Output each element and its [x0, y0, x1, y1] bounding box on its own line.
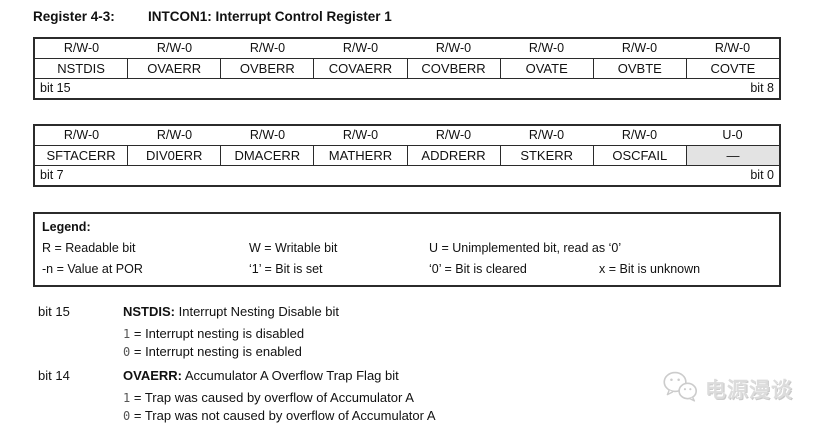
legend-box: Legend: R = Readable bit W = Writable bi…	[33, 212, 781, 287]
register-table-high-byte: R/W-0 R/W-0 R/W-0 R/W-0 R/W-0 R/W-0 R/W-…	[33, 37, 781, 100]
bit-name-cell: MATHERR	[314, 146, 408, 165]
access-cell: R/W-0	[249, 41, 286, 55]
value-meaning: = Trap was caused by overflow of Accumul…	[133, 390, 414, 405]
bit-function: Interrupt Nesting Disable bit	[175, 304, 340, 319]
access-cell: R/W-0	[621, 41, 658, 55]
value-meaning: = Interrupt nesting is enabled	[133, 344, 302, 359]
bit-name-cell: OVBTE	[594, 59, 687, 78]
legend-readable: R = Readable bit	[42, 241, 136, 255]
value-digit: 0	[123, 345, 131, 359]
unimplemented-bit-cell: —	[686, 146, 779, 165]
access-cell: R/W-0	[342, 128, 379, 142]
bit-mnemonic: NSTDIS:	[123, 304, 175, 319]
bit-value-line: 1 = Interrupt nesting is disabled	[123, 325, 339, 343]
access-cell: R/W-0	[156, 128, 193, 142]
access-type-row: R/W-0 R/W-0 R/W-0 R/W-0 R/W-0 R/W-0 R/W-…	[35, 126, 779, 146]
legend-bit-cleared: ‘0’ = Bit is cleared	[429, 262, 527, 276]
value-digit: 1	[123, 327, 131, 341]
bit-label: bit 15	[38, 304, 70, 319]
register-table-low-byte: R/W-0 R/W-0 R/W-0 R/W-0 R/W-0 R/W-0 R/W-…	[33, 124, 781, 187]
watermark: 电源漫谈	[662, 370, 793, 408]
legend-bit-unknown: x = Bit is unknown	[599, 262, 701, 276]
bit-range-left: bit 7	[40, 168, 64, 182]
wechat-icon	[662, 370, 698, 408]
bit-name-cell: OVAERR	[128, 59, 222, 78]
legend-unimplemented: U = Unimplemented bit, read as ‘0’	[429, 241, 622, 255]
bit-name-line: NSTDIS: Interrupt Nesting Disable bit	[123, 303, 339, 320]
legend-bit-set: ‘1’ = Bit is set	[249, 262, 323, 276]
bit-range-right: bit 8	[750, 81, 774, 95]
access-type-row: R/W-0 R/W-0 R/W-0 R/W-0 R/W-0 R/W-0 R/W-…	[35, 39, 779, 59]
access-cell: R/W-0	[63, 128, 100, 142]
bit-name-cell: ADDRERR	[408, 146, 501, 165]
value-digit: 1	[123, 391, 131, 405]
access-cell: R/W-0	[528, 128, 565, 142]
bit-14-description: bit 14 OVAERR: Accumulator A Overflow Tr…	[38, 367, 436, 425]
bit-range-row: bit 7 bit 0	[35, 166, 779, 185]
bit-value-line: 1 = Trap was caused by overflow of Accum…	[123, 389, 436, 407]
value-meaning: = Trap was not caused by overflow of Acc…	[133, 408, 436, 423]
register-number: Register 4-3:	[33, 9, 115, 24]
register-title: Register 4-3: INTCON1: Interrupt Control …	[33, 9, 392, 24]
access-cell: R/W-0	[528, 41, 565, 55]
bit-name-cell: SFTACERR	[35, 146, 129, 165]
legend-writable: W = Writable bit	[249, 241, 338, 255]
bit-name-cell: DMACERR	[221, 146, 315, 165]
access-cell: R/W-0	[156, 41, 193, 55]
bit-mnemonic: OVAERR:	[123, 368, 182, 383]
access-cell: R/W-0	[342, 41, 379, 55]
bit-range-row: bit 15 bit 8	[35, 79, 779, 98]
value-meaning: = Interrupt nesting is disabled	[133, 326, 305, 341]
bit-15-description: bit 15 NSTDIS: Interrupt Nesting Disable…	[38, 303, 436, 361]
bit-value-line: 0 = Trap was not caused by overflow of A…	[123, 407, 436, 425]
legend-row-1: R = Readable bit W = Writable bit U = Un…	[42, 238, 772, 259]
bit-range-left: bit 15	[40, 81, 71, 95]
register-name: INTCON1: Interrupt Control Register 1	[148, 9, 392, 24]
bit-name-cell: COVBERR	[408, 59, 501, 78]
bit-name-cell: OSCFAIL	[594, 146, 687, 165]
bit-label: bit 14	[38, 368, 70, 383]
bit-name-row: NSTDIS OVAERR OVBERR COVAERR COVBERR OVA…	[35, 59, 779, 79]
legend-value-at-por: -n = Value at POR	[42, 262, 143, 276]
bit-range-right: bit 0	[750, 168, 774, 182]
bit-function: Accumulator A Overflow Trap Flag bit	[181, 368, 399, 383]
bit-name-cell: COVTE	[710, 61, 756, 76]
bit-name-cell: OVBERR	[221, 59, 315, 78]
watermark-text: 电源漫谈	[705, 379, 793, 402]
bit-description-body: OVAERR: Accumulator A Overflow Trap Flag…	[123, 367, 436, 425]
access-cell: R/W-0	[621, 128, 658, 142]
bit-name-cell: STKERR	[501, 146, 594, 165]
bit-name-cell: OVATE	[501, 59, 594, 78]
value-digit: 0	[123, 409, 131, 423]
access-cell: U-0	[722, 128, 743, 142]
access-cell: R/W-0	[714, 41, 751, 55]
legend-heading: Legend:	[42, 220, 91, 234]
bit-name-line: OVAERR: Accumulator A Overflow Trap Flag…	[123, 367, 436, 384]
bit-descriptions: bit 15 NSTDIS: Interrupt Nesting Disable…	[38, 303, 436, 425]
access-cell: R/W-0	[63, 41, 100, 55]
bit-name-row: SFTACERR DIV0ERR DMACERR MATHERR ADDRERR…	[35, 146, 779, 166]
bit-value-line: 0 = Interrupt nesting is enabled	[123, 343, 339, 361]
bit-name-cell: COVAERR	[314, 59, 408, 78]
bit-name-cell: DIV0ERR	[128, 146, 222, 165]
access-cell: R/W-0	[249, 128, 286, 142]
access-cell: R/W-0	[435, 128, 472, 142]
bit-name-cell: NSTDIS	[35, 59, 129, 78]
legend-row-2: -n = Value at POR ‘1’ = Bit is set ‘0’ =…	[42, 259, 772, 280]
bit-description-body: NSTDIS: Interrupt Nesting Disable bit 1 …	[123, 303, 339, 361]
access-cell: R/W-0	[435, 41, 472, 55]
